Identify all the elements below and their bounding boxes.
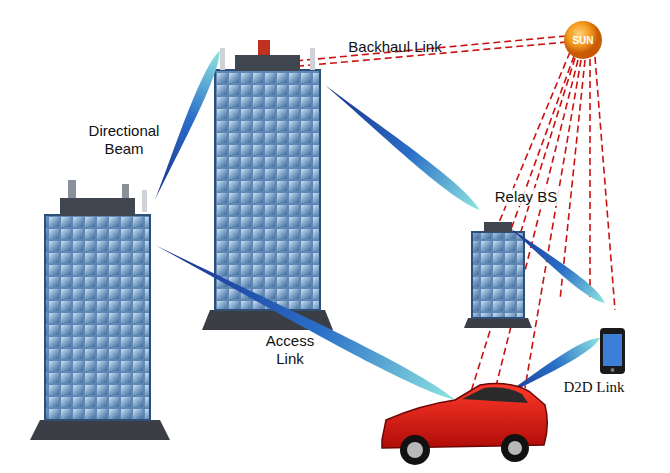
car xyxy=(382,384,547,465)
link-label: D2D Link xyxy=(546,378,642,396)
sun-circle: SUN xyxy=(563,20,603,60)
link-label: Backhaul Link xyxy=(335,38,455,56)
beams xyxy=(150,48,608,405)
link-label: Access Link xyxy=(258,332,322,368)
building-middle xyxy=(202,40,333,330)
relay-label: Relay BS xyxy=(488,188,564,206)
phone xyxy=(600,328,625,374)
beam-label: Directional Beam xyxy=(68,122,180,158)
building-left xyxy=(30,180,170,440)
sun-label: SUN xyxy=(572,35,593,46)
